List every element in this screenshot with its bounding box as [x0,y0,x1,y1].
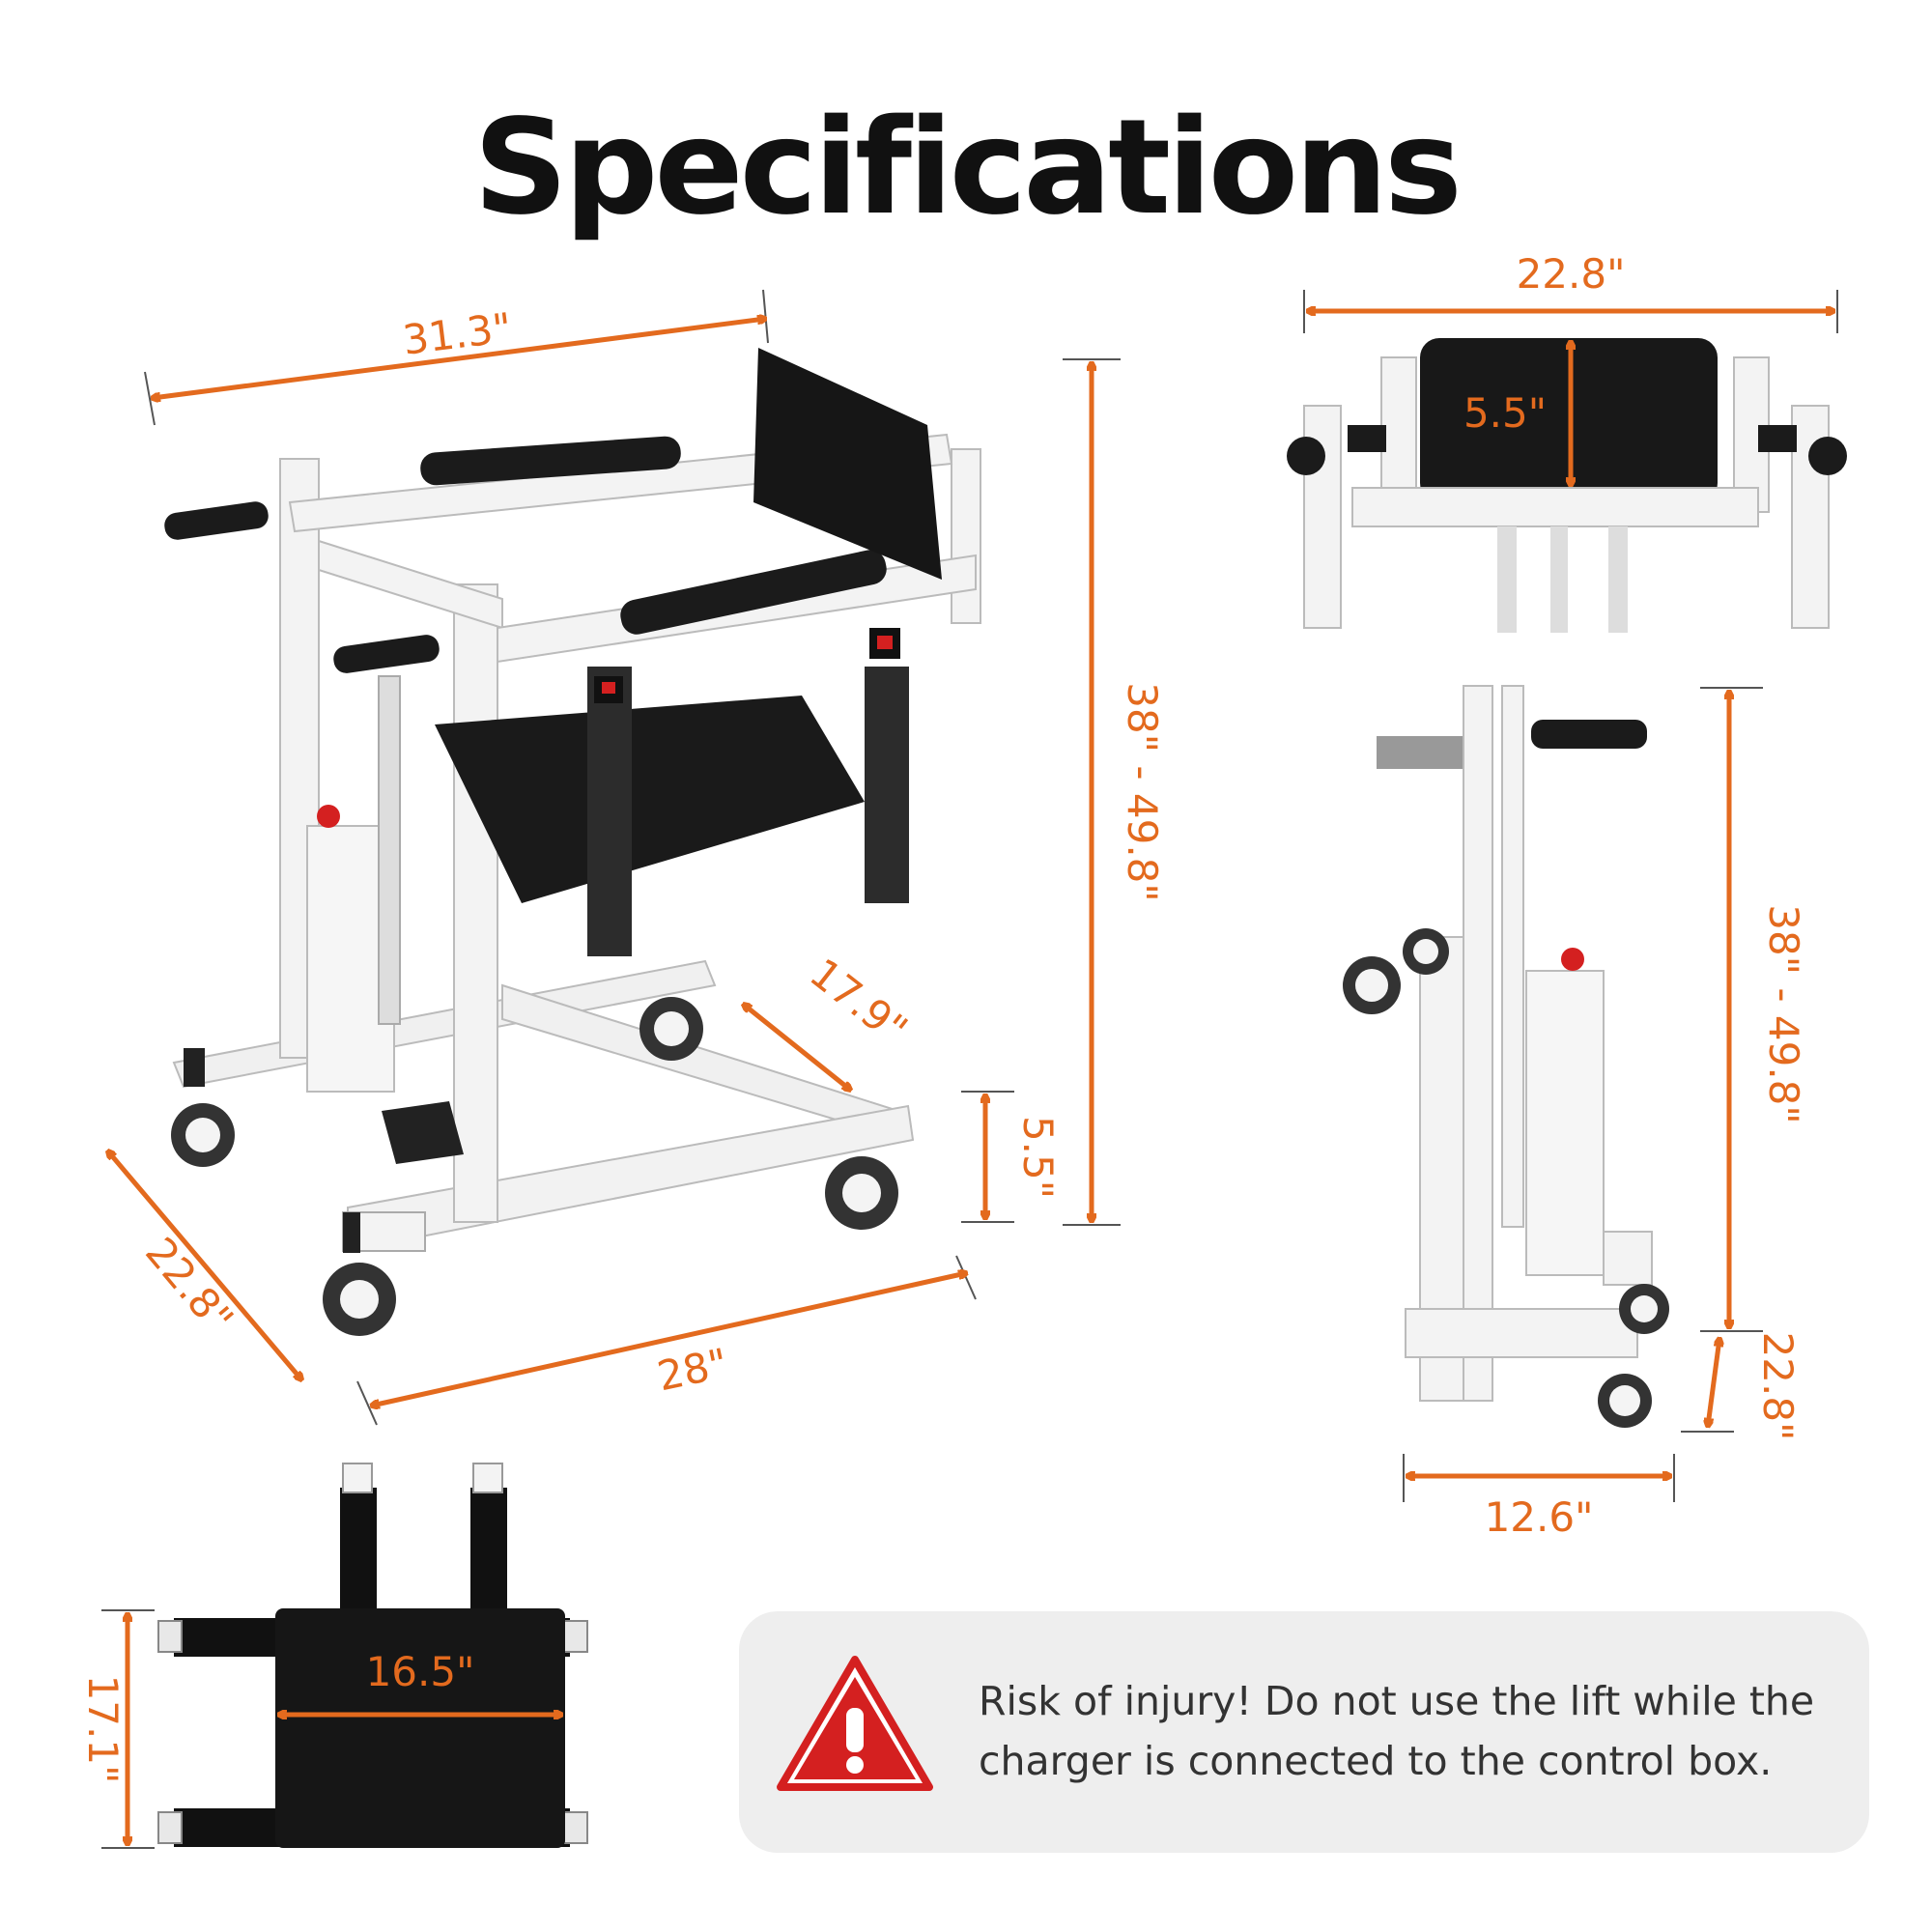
back-view-dimension-arrows: 22.8" 5.5" [1303,250,1838,485]
warning-triangle-icon [777,1656,933,1791]
base-clearance-label: 5.5" [1014,1116,1062,1199]
control-box-side [1525,970,1605,1276]
side-depth-label: 22.8" [1754,1332,1802,1441]
warning-message: Risk of injury! Do not use the lift whil… [979,1678,1815,1784]
sling-height-label: 17.1" [79,1675,127,1784]
warning-panel: Risk of injury! Do not use the lift whil… [739,1611,1869,1853]
backrest [753,348,942,580]
sling-pad [275,1608,565,1848]
emergency-stop-icon [317,805,340,828]
side-handle [1531,720,1647,749]
handle-knob-left [1287,437,1325,475]
lift-chair-side-view [1343,685,1669,1428]
handle-knob-right [1808,437,1847,475]
seat-depth-label: 17.9" [801,950,916,1054]
side-height-label: 38" - 49.8" [1760,904,1807,1123]
emergency-stop-icon [1561,948,1584,971]
main-height-label: 38" - 49.8" [1119,682,1166,901]
side-view-dimension-arrows: 38" - 49.8" 22.8" 12.6" [1403,687,1807,1541]
base-length-label: 28" [653,1339,731,1400]
back-width-label: 22.8" [1517,250,1626,298]
control-box [306,675,401,1093]
page-title: Specifications [473,92,1463,244]
armrests [420,436,887,635]
push-handles [164,501,440,673]
side-width-label: 12.6" [1485,1493,1594,1541]
seat-sling [435,628,909,956]
sling-seat-view [157,1463,588,1848]
lift-chair-back-view [1287,338,1847,633]
backrest-height-label: 5.5" [1463,389,1547,437]
armrest-side [1377,736,1463,769]
foot-plate [382,1101,464,1164]
sling-dimension-arrows: 17.1" 16.5" [79,1609,561,1849]
sling-width-label: 16.5" [366,1648,475,1695]
lift-chair-main-view [164,348,981,1336]
